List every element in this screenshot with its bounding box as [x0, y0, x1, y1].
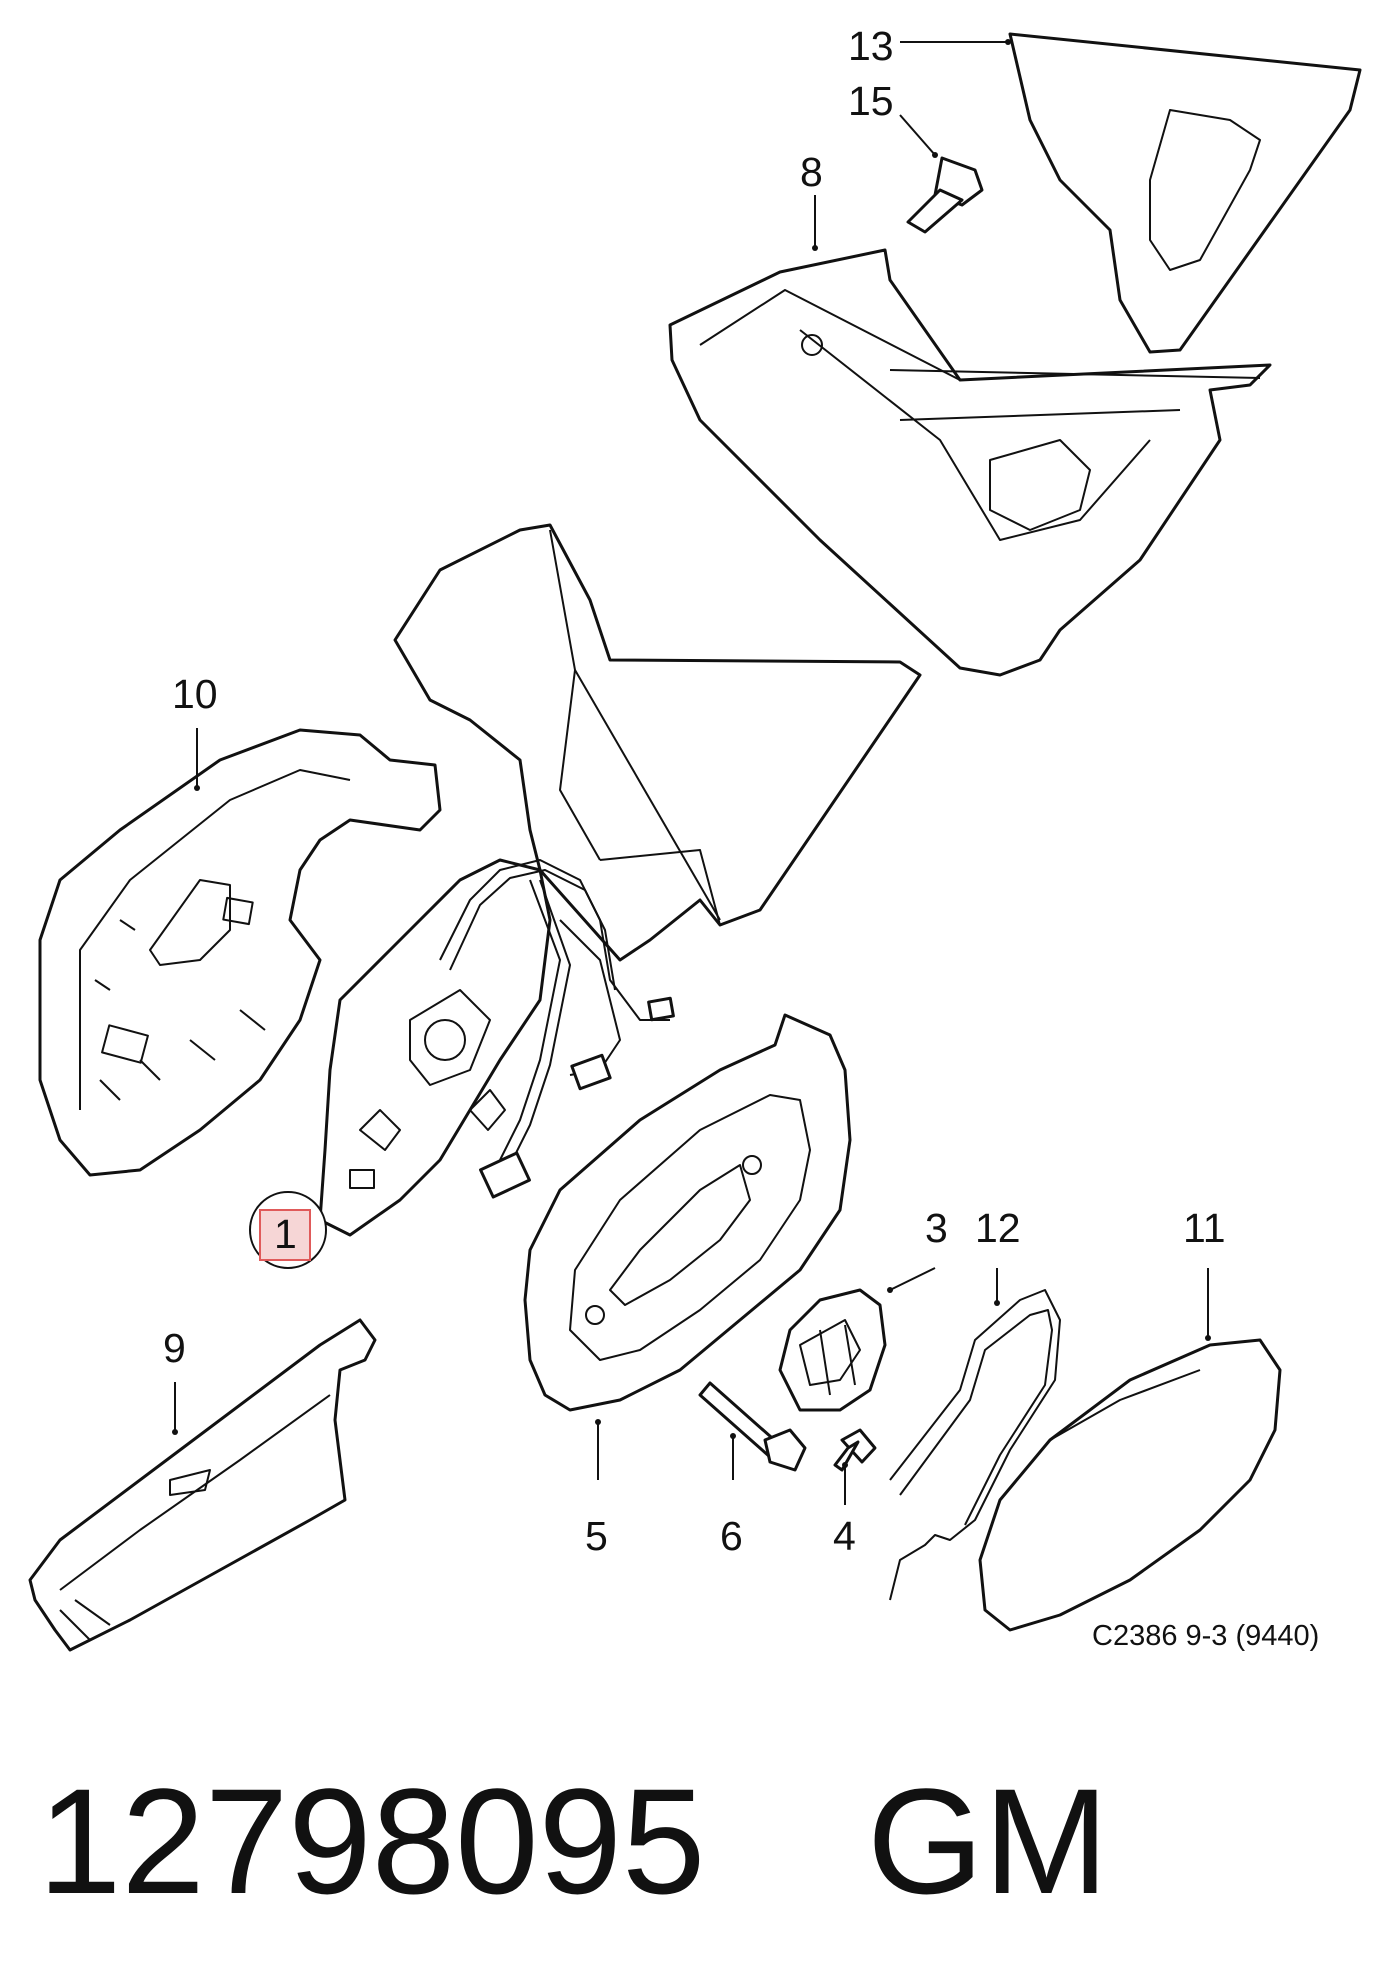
- wire-harness: [439, 859, 675, 1199]
- callout-3: 3: [925, 1205, 948, 1251]
- callout-15: 15: [848, 78, 894, 124]
- callout-4: 4: [833, 1513, 856, 1559]
- callout-labels: 13 15 8 10 1 3 12 11 9 5 6 4 C2386 9-3 (…: [163, 23, 1319, 1652]
- part-4-small-screw: [833, 1428, 877, 1472]
- callout-10: 10: [172, 671, 218, 717]
- part-13-trim-plate: [1008, 32, 1362, 354]
- callout-9: 9: [163, 1325, 186, 1371]
- part-6-long-screw: [698, 1381, 807, 1472]
- drawing-code: C2386 9-3 (9440): [1092, 1620, 1319, 1652]
- part-15-bolt: [906, 156, 984, 234]
- part-number-footer: 12798095 GM: [38, 1756, 1338, 1926]
- brand-name: GM: [867, 1757, 1109, 1925]
- part-number: 12798095: [38, 1757, 706, 1925]
- callout-13: 13: [848, 23, 894, 69]
- callout-12: 12: [975, 1205, 1021, 1251]
- part-5-housing-shell: [523, 1013, 852, 1412]
- mirror-carrier-plate: [318, 858, 552, 1237]
- part-10-cover-cap: [38, 728, 442, 1177]
- callout-1: 1: [274, 1211, 297, 1257]
- part-3-motor: [778, 1288, 887, 1412]
- part-11-mirror-glass: [978, 1338, 1282, 1632]
- callout-5: 5: [585, 1513, 608, 1559]
- part-9-lower-trim: [28, 1318, 377, 1652]
- part-12-gasket: [889, 1289, 1061, 1601]
- leader-lines: [172, 39, 1211, 1505]
- callout-6: 6: [720, 1513, 743, 1559]
- part-8-base-housing: [668, 248, 1272, 677]
- callout-11: 11: [1183, 1205, 1226, 1251]
- mirror-bracket-arm: [393, 523, 922, 962]
- callout-1-highlight: [249, 1191, 327, 1269]
- callout-8: 8: [800, 149, 823, 195]
